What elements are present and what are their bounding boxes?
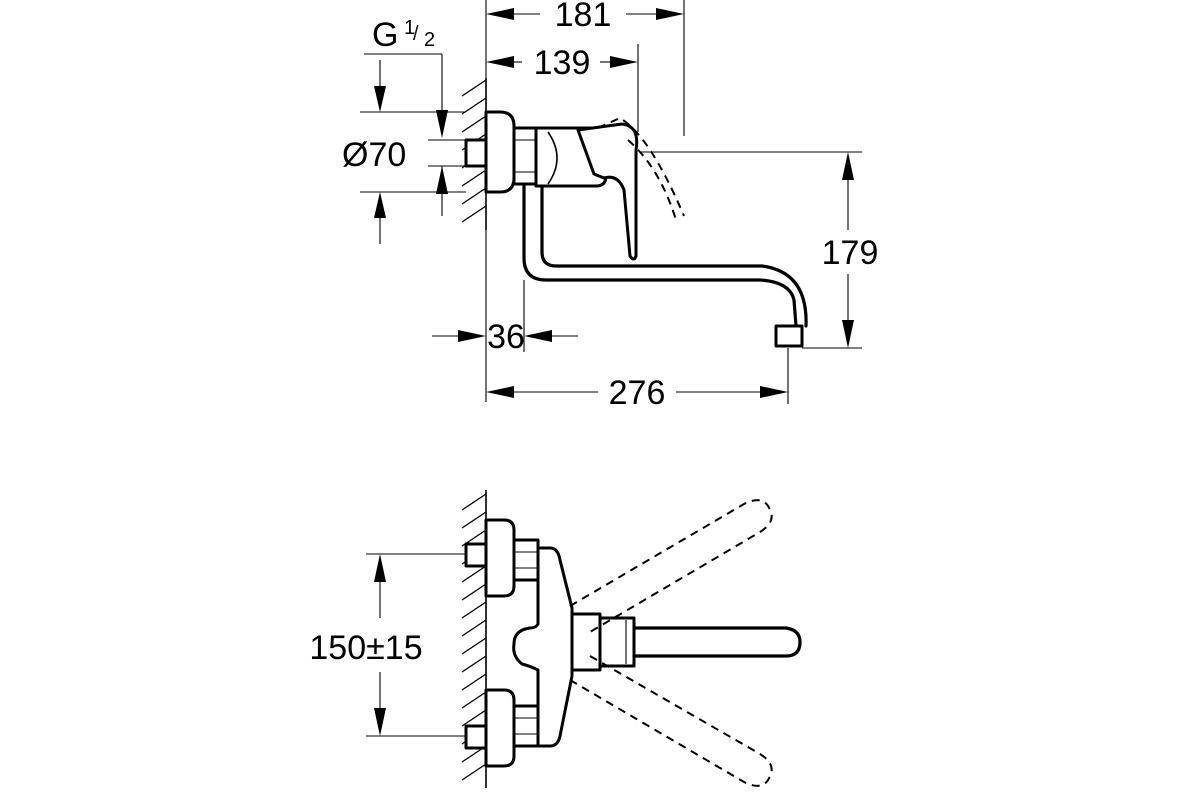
dimension-d70: Ø70 [342, 60, 468, 244]
lower-wall-connector [464, 724, 488, 750]
dimension-179: 179 [640, 151, 879, 349]
lever-handle-raised [597, 116, 685, 221]
svg-text:/: / [413, 23, 419, 45]
mixer-body-plan [512, 546, 574, 748]
dim-d70-label: Ø70 [342, 136, 406, 174]
dim-36-label: 36 [487, 318, 525, 356]
thread-denominator: 2 [424, 29, 435, 51]
dimension-276: 276 [486, 348, 789, 412]
upper-nut [512, 538, 540, 582]
lever-cap [598, 616, 636, 668]
dim-181-label: 181 [555, 0, 612, 34]
union-nut [512, 126, 538, 186]
lever-handle [576, 122, 639, 261]
thread-spec: G 1 / 2 [364, 16, 448, 216]
lever-arm-plan [632, 626, 802, 658]
thread-numerator: 1 [404, 17, 415, 39]
spout [522, 184, 798, 328]
dimension-150: 150±15 [309, 553, 466, 737]
dim-150-label: 150±15 [309, 629, 422, 667]
lever-base [570, 612, 602, 672]
dim-179-label: 179 [822, 234, 879, 272]
dimension-181: 181 [485, 0, 685, 136]
upper-rosette [484, 518, 516, 598]
thread-prefix: G [372, 16, 398, 54]
dimension-139: 139 [486, 44, 639, 132]
lower-nut [512, 704, 540, 748]
dim-276-label: 276 [609, 374, 666, 412]
dimension-36: 36 [432, 230, 578, 402]
dim-139-label: 139 [534, 44, 591, 82]
side-elevation-view: 181 139 G 1 / 2 [342, 0, 878, 412]
wall-connector [464, 138, 488, 168]
swivel-range [569, 499, 773, 787]
plan-view: 150±15 [309, 490, 802, 788]
rosette [484, 110, 516, 194]
upper-wall-connector [464, 542, 488, 568]
aerator [774, 324, 804, 348]
lower-rosette [484, 688, 516, 768]
